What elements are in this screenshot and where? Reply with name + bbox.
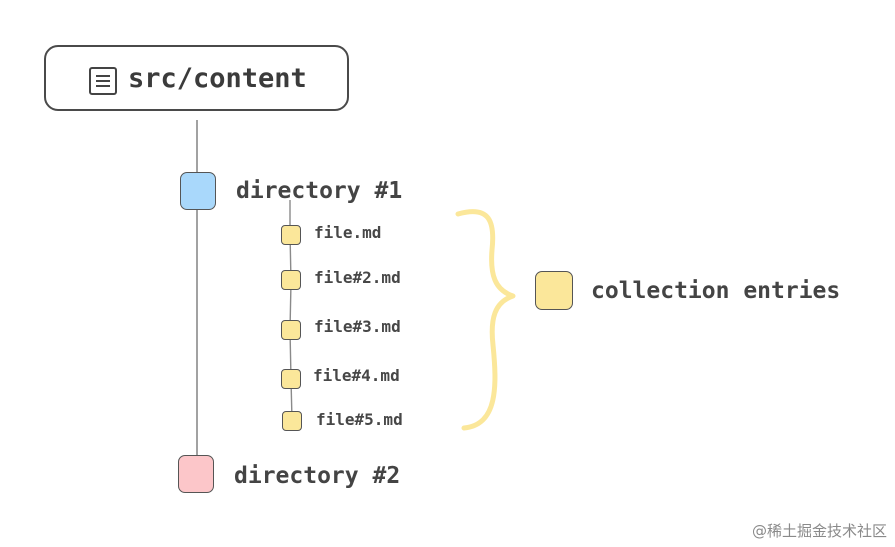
file-3-label: file#3.md [314, 317, 401, 336]
directory-1-label: directory #1 [236, 178, 403, 204]
file-2-label: file#2.md [314, 268, 401, 287]
file-2-marker [281, 270, 301, 290]
file-5-marker [282, 411, 302, 431]
collection-marker [535, 271, 573, 310]
file-1-label: file.md [314, 223, 382, 242]
file-5-label: file#5.md [316, 410, 403, 429]
watermark: @稀土掘金技术社区 [751, 522, 887, 540]
directory-2-label: directory #2 [234, 463, 401, 489]
collection-label: collection entries [591, 278, 841, 304]
root-node-box [44, 45, 349, 111]
file-4-label: file#4.md [313, 366, 400, 385]
curly-brace [455, 209, 516, 431]
root-label: src/content [128, 63, 307, 94]
file-1-marker [281, 225, 301, 245]
directory-2-marker [178, 455, 214, 493]
file-4-marker [281, 369, 301, 389]
file-3-marker [281, 320, 301, 340]
directory-1-marker [180, 172, 216, 210]
document-icon [89, 67, 117, 95]
